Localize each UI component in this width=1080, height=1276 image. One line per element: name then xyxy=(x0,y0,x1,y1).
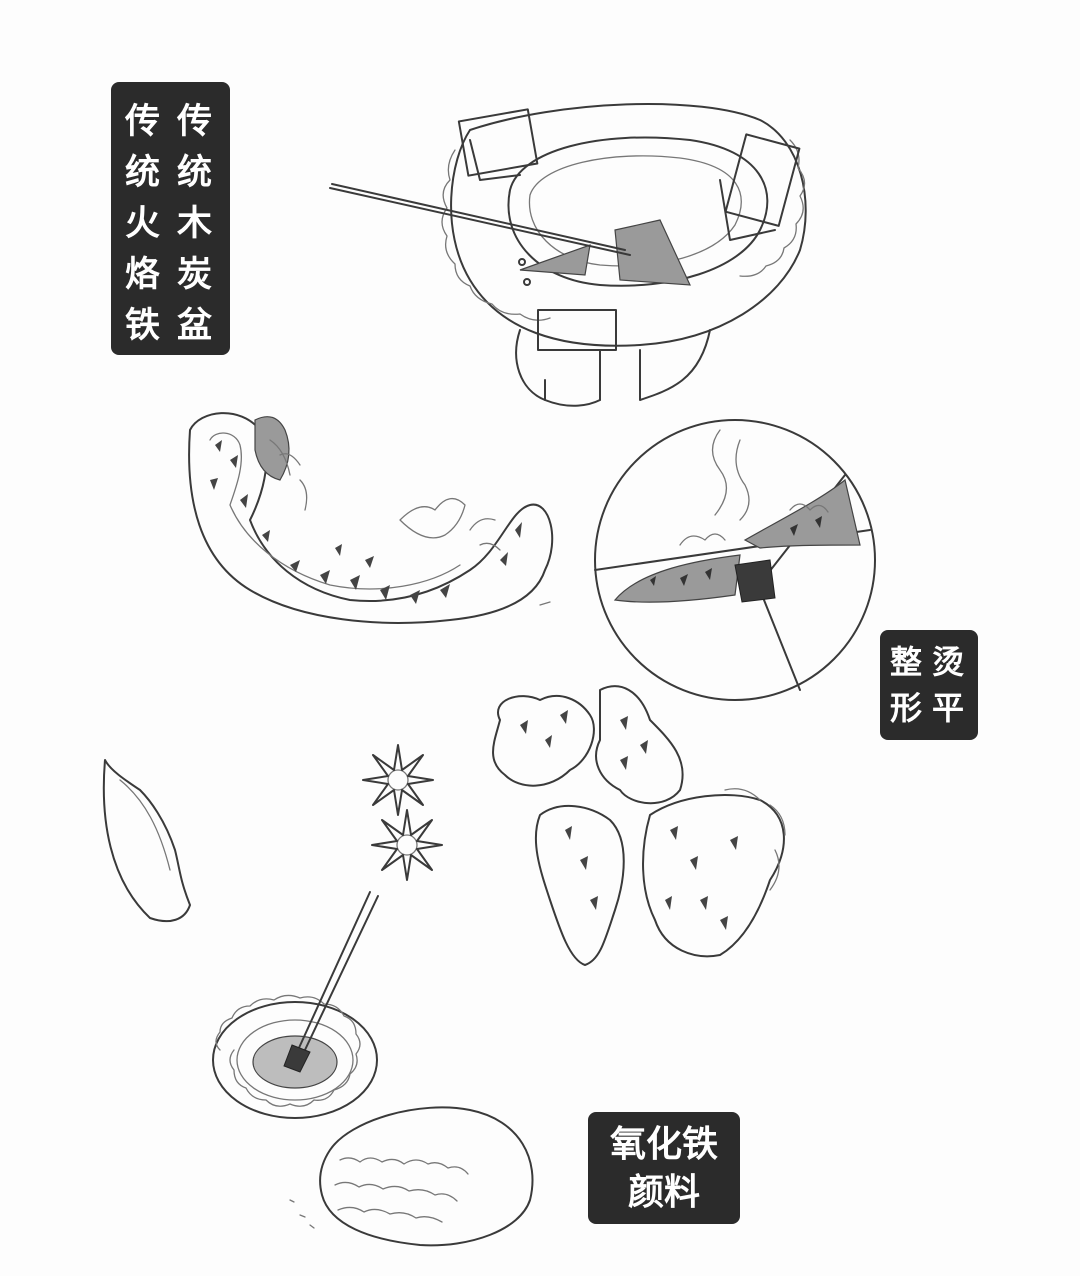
label-char: 木 xyxy=(177,203,213,244)
label-ironing-shaping: 烫 平 整 形 xyxy=(880,630,978,740)
label-char: 火 xyxy=(125,203,161,244)
label-char: 统 xyxy=(125,152,161,193)
label-char: 形 xyxy=(890,689,923,727)
label-column-left: 整 形 xyxy=(890,639,922,731)
label-char: 传 xyxy=(125,101,161,142)
label-char: 平 xyxy=(932,689,965,727)
feather-illustration xyxy=(102,759,191,923)
label-char: 烙 xyxy=(125,254,161,295)
label-char: 盆 xyxy=(177,305,213,346)
label-char: 统 xyxy=(177,152,213,193)
embroidery-pieces-illustration xyxy=(492,685,786,966)
dragon-embroidery-illustration xyxy=(188,412,554,624)
label-line-1: 氧化铁 xyxy=(609,1123,718,1165)
label-column-right: 传 统 木 炭 盆 xyxy=(177,96,212,351)
ironing-magnifier-illustration xyxy=(594,419,876,701)
label-column-right: 烫 平 xyxy=(932,639,964,731)
label-char: 烫 xyxy=(932,643,965,681)
label-pigment: 氧化铁 颜料 xyxy=(588,1112,740,1224)
label-char: 传 xyxy=(177,101,213,142)
pigment-dish-illustration xyxy=(212,891,379,1119)
label-char: 炭 xyxy=(177,254,213,295)
label-line-2: 颜料 xyxy=(627,1171,700,1213)
charcoal-brazier-illustration xyxy=(329,103,807,407)
label-charcoal-brazier: 传 统 木 炭 盆 传 统 火 烙 铁 xyxy=(111,82,230,355)
label-char: 铁 xyxy=(125,305,161,346)
label-column-left: 传 统 火 烙 铁 xyxy=(125,96,160,351)
pigment-powder-illustration xyxy=(289,1106,534,1247)
label-char: 整 xyxy=(890,643,923,681)
flower-motifs-illustration xyxy=(362,744,443,881)
